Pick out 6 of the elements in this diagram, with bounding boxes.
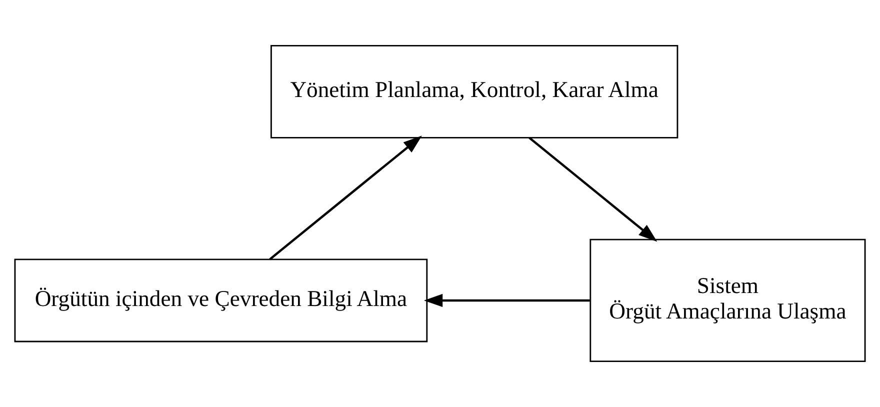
arrow bbox=[269, 136, 422, 260]
node-box: Örgütün içinden ve Çevreden Bilgi Alma bbox=[14, 258, 428, 342]
node-box: Yönetim Planlama, Kontrol, Karar Alma bbox=[270, 44, 678, 138]
arrow bbox=[528, 136, 658, 242]
arrow bbox=[424, 294, 590, 308]
node-box: Sistem Örgüt Amaçlarına Ulaşma bbox=[590, 238, 866, 362]
